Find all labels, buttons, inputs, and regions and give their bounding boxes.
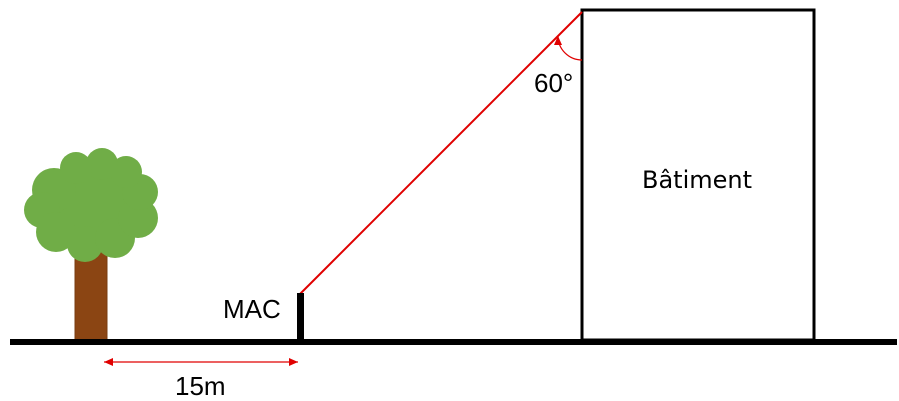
sight-line	[299, 11, 583, 295]
tree-foliage	[24, 148, 158, 262]
tree-icon	[24, 148, 158, 341]
mac-label: MAC	[223, 294, 281, 324]
mac-post	[297, 293, 304, 341]
angle-label: 60°	[534, 68, 574, 98]
angle-arc	[554, 35, 583, 61]
building-label: Bâtiment	[642, 166, 753, 194]
distance-label: 15m	[175, 371, 226, 401]
